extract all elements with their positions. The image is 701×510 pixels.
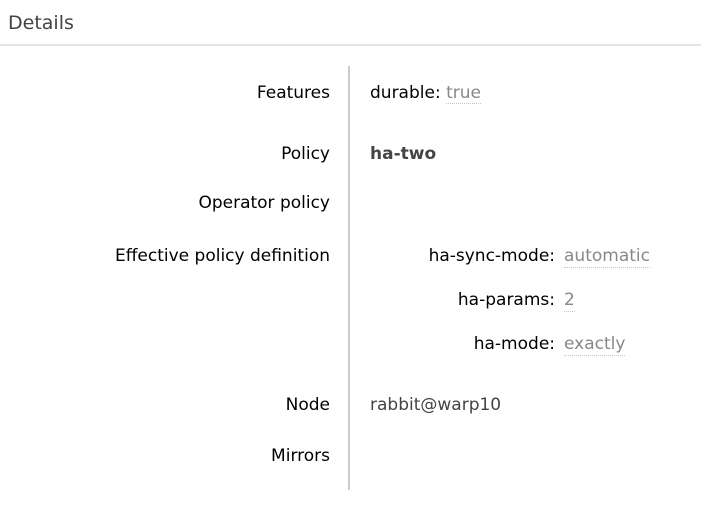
node-label: Node xyxy=(285,395,330,415)
node-value: rabbit@warp10 xyxy=(348,381,701,430)
feature-key: durable: xyxy=(370,83,441,103)
features-label: Features xyxy=(256,83,330,103)
feature-value: true xyxy=(446,83,481,104)
policy-def-value: exactly xyxy=(564,334,626,356)
policy-label: Policy xyxy=(281,144,330,164)
mirrors-value xyxy=(348,430,701,490)
section-rule xyxy=(0,44,701,46)
policy-def-key: ha-sync-mode: xyxy=(428,246,555,266)
table-row-features: Features durable: true xyxy=(0,66,701,130)
mirrors-label: Mirrors xyxy=(271,446,330,466)
operator-policy-label: Operator policy xyxy=(198,193,330,213)
table-row-node: Node rabbit@warp10 xyxy=(0,381,701,430)
details-facts-table: Features durable: true Policy ha-two Ope… xyxy=(0,66,701,490)
features-value: durable: true xyxy=(348,66,701,130)
details-section: Details Features durable: true Policy ha… xyxy=(0,12,701,490)
node-name: rabbit@warp10 xyxy=(370,395,502,415)
effective-policy-definition-label: Effective policy definition xyxy=(114,246,330,266)
policy-def-key: ha-params: xyxy=(457,290,555,310)
effective-policy-definition-value: ha-sync-mode: automatic ha-params: 2 ha-… xyxy=(348,228,701,381)
policy-value: ha-two xyxy=(348,130,701,179)
policy-def-row: ha-params: 2 xyxy=(370,278,701,322)
policy-def-row: ha-sync-mode: automatic xyxy=(370,234,701,278)
policy-def-value: automatic xyxy=(564,246,650,268)
policy-def-row: ha-mode: exactly xyxy=(370,322,701,366)
table-row-operator-policy: Operator policy xyxy=(0,179,701,228)
table-row-effective-policy-definition: Effective policy definition ha-sync-mode… xyxy=(0,228,701,381)
table-row-mirrors: Mirrors xyxy=(0,430,701,490)
policy-name: ha-two xyxy=(370,144,437,164)
section-title: Details xyxy=(8,12,74,34)
table-row-policy: Policy ha-two xyxy=(0,130,701,179)
operator-policy-value xyxy=(348,179,701,228)
policy-def-key: ha-mode: xyxy=(473,334,555,354)
policy-def-value: 2 xyxy=(564,290,575,312)
